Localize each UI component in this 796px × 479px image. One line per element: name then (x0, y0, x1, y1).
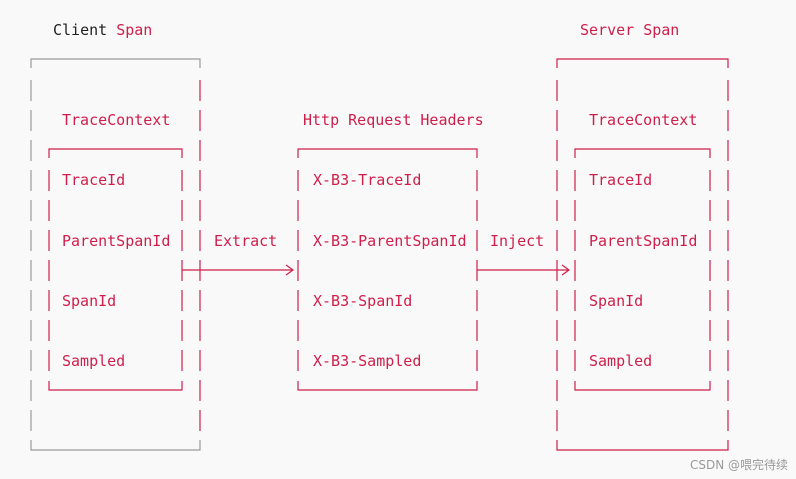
header-field-traceid: X-B3-TraceId (313, 171, 422, 189)
watermark: CSDN @喂完待续 (689, 458, 788, 472)
inject-label: Inject (490, 232, 545, 250)
client-title-word: Client (53, 21, 108, 39)
header-field-sampled: X-B3-Sampled (313, 352, 422, 370)
client-field-sampled: Sampled (62, 352, 126, 370)
client-tracecontext-title: TraceContext (62, 111, 171, 129)
server-field-parentspanid: ParentSpanId (589, 232, 698, 250)
header-field-spanid: X-B3-SpanId (313, 292, 413, 310)
extract-arrow (182, 264, 295, 276)
client-field-traceid: TraceId (62, 171, 126, 189)
client-field-parentspanid: ParentSpanId (62, 232, 171, 250)
server-span-box (556, 58, 729, 451)
server-field-traceid: TraceId (589, 171, 653, 189)
server-tracecontext-title: TraceContext (589, 111, 698, 129)
client-span-title: Client Span (53, 20, 152, 40)
server-tracecontext-box (574, 148, 711, 391)
header-field-parentspanid: X-B3-ParentSpanId (313, 232, 467, 250)
inject-arrow (477, 264, 571, 276)
extract-label: Extract (214, 232, 278, 250)
server-field-sampled: Sampled (589, 352, 653, 370)
client-field-spanid: SpanId (62, 292, 117, 310)
headers-title: Http Request Headers (303, 111, 484, 129)
span-title-word: Span (116, 21, 153, 39)
server-field-spanid: SpanId (589, 292, 644, 310)
client-tracecontext-box (48, 148, 183, 391)
client-span-box (30, 58, 201, 451)
server-span-title: Server Span (580, 21, 680, 39)
